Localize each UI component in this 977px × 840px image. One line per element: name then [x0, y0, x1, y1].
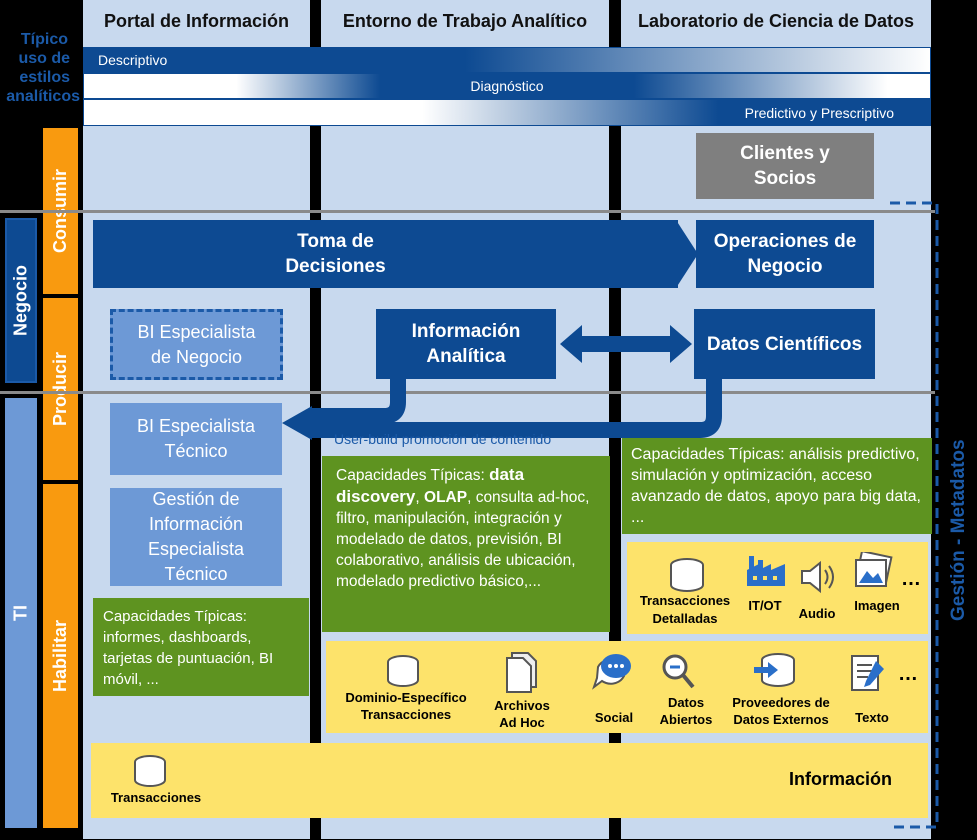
database-icon [134, 755, 166, 787]
gestion-metadatos-text: Gestión - Metadatos [948, 439, 969, 621]
capacidades-portal-box: Capacidades Típicas: informes, dashboard… [93, 598, 309, 696]
chat-bubbles-icon [592, 654, 631, 690]
capacidades-entorno-rest: , consulta ad-hoc, filtro, manipulación,… [336, 489, 590, 590]
capacidades-entorno-prefix: Capacidades Típicas: [336, 467, 490, 484]
toma-line: Toma de [297, 231, 374, 252]
source-line: Datos [667, 695, 705, 710]
transacciones-label: Transacciones [110, 790, 202, 805]
source-line: Ad Hoc [499, 715, 545, 730]
clientes-line: Clientes y [740, 143, 830, 164]
column-header-laboratorio: Laboratorio de Ciencia de Datos [621, 2, 931, 40]
capacidades-laboratorio-box: Capacidades Típicas: análisis predictivo… [622, 438, 932, 534]
proveedores-datos-externos-label: Proveedores de Datos Externos [716, 694, 846, 728]
styles-label-line: uso de [18, 50, 70, 67]
styles-label-line: estilos [19, 69, 70, 86]
band-predictivo: Predictivo y Prescriptivo [83, 99, 931, 126]
band-diagnostico-label: Diagnóstico [470, 78, 544, 94]
social-label: Social [594, 710, 634, 725]
return-arrow [310, 379, 722, 438]
band-predictivo-label: Predictivo y Prescriptivo [744, 104, 894, 121]
gestion-metadatos-label: Gestión - Metadatos [942, 410, 976, 650]
datos-cientificos-label: Datos Científicos [706, 333, 863, 355]
archivos-adhoc-label: Archivos Ad Hoc [478, 697, 566, 731]
gestion-info-line: Técnico [164, 564, 228, 584]
source-line: Transacciones [360, 707, 452, 722]
column-header-portal: Portal de Información [83, 2, 310, 40]
operaciones-line: Negocio [747, 256, 823, 277]
operaciones-line: Operaciones de [713, 231, 857, 252]
database-icon [387, 655, 419, 687]
info-analitica-line: Información [411, 321, 521, 342]
double-arrow [560, 325, 692, 363]
bi-tecnico-line: Técnico [164, 441, 228, 461]
informacion-analitica-box: Información Analítica [376, 309, 556, 379]
itot-label: IT/OT [748, 598, 782, 613]
datos-cientificos-box: Datos Científicos [694, 309, 875, 379]
datos-abiertos-label: Datos Abiertos [646, 694, 726, 728]
bi-especialista-negocio-box: BI Especialista de Negocio [110, 309, 283, 380]
toma-arrow-connector [676, 220, 698, 288]
bi-negocio-line: BI Especialista [137, 321, 256, 342]
metadatos-bracket [890, 201, 939, 829]
separator-line [0, 210, 935, 213]
bi-negocio-line: de Negocio [150, 346, 243, 367]
notepad-icon [851, 655, 884, 691]
bi-tecnico-line: BI Especialista [136, 416, 256, 436]
source-line: Dominio-Específico [345, 690, 467, 705]
lab-source-line: Detalladas [652, 611, 718, 626]
gestion-informacion-box: Gestión de Información Especialista Técn… [110, 488, 282, 586]
gestion-info-line: Información [148, 514, 244, 534]
info-analitica-line: Analítica [426, 346, 506, 367]
imagen-label: Imagen [854, 598, 900, 613]
source-line: Proveedores de [732, 695, 830, 710]
factory-icon [747, 556, 785, 586]
dominio-especifico-label: Dominio-Específico Transacciones [326, 689, 486, 723]
toma-line: Decisiones [285, 256, 386, 277]
magnifier-icon [662, 654, 695, 689]
informacion-title: Información [789, 769, 893, 789]
styles-label-line: analíticos [6, 88, 80, 105]
clientes-socios-box: Clientes y Socios [696, 133, 874, 199]
operaciones-negocio-box: Operaciones de Negocio [696, 220, 874, 288]
audio-label: Audio [798, 606, 836, 621]
image-icon [855, 552, 893, 587]
capacidades-entorno-sep: , [415, 489, 425, 506]
capacidades-entorno-bold: OLAP [424, 489, 468, 506]
source-line: Archivos [494, 698, 550, 713]
band-descriptivo: Descriptivo [83, 47, 931, 73]
band-diagnostico: Diagnóstico [83, 73, 931, 99]
capacidades-entorno-box: Capacidades Típicas: data discovery, OLA… [322, 456, 610, 632]
database-arrow-icon [754, 653, 795, 687]
clientes-line: Socios [753, 168, 817, 189]
source-line: Datos Externos [733, 712, 829, 727]
lab-sources-box: Transacciones Detalladas IT/OT Audio Ima… [627, 542, 928, 634]
band-descriptivo-label: Descriptivo [98, 52, 168, 68]
bi-especialista-tecnico-box: BI Especialista Técnico [110, 403, 282, 475]
styles-label: Típico uso de estilos analíticos [0, 30, 80, 120]
files-icon [506, 652, 537, 693]
separator-line [0, 391, 935, 394]
return-arrow-head [282, 406, 312, 440]
gestion-info-line: Gestión de [152, 489, 240, 509]
database-icon [670, 558, 704, 592]
speaker-icon [801, 560, 834, 594]
lab-source-line: Transacciones [639, 593, 731, 608]
sources-more-ellipsis: … [898, 663, 918, 685]
column-header-entorno: Entorno de Trabajo Analítico [321, 2, 609, 40]
user-build-label: User-build promoción de contenido [334, 431, 552, 447]
informacion-box: Transacciones Información [91, 743, 928, 818]
sources-box: Dominio-Específico Transacciones Archivo… [326, 641, 928, 733]
styles-label-line: Típico [20, 31, 68, 48]
gestion-info-line: Especialista [147, 539, 245, 559]
lab-more-ellipsis: … [901, 568, 921, 590]
capacidades-entorno-bold: data discovery [336, 465, 525, 506]
source-line: Abiertos [659, 712, 713, 727]
transacciones-detalladas-label: Transacciones Detalladas [629, 592, 741, 628]
toma-decisiones-box: Toma de Decisiones [93, 220, 678, 288]
texto-label: Texto [855, 710, 889, 725]
